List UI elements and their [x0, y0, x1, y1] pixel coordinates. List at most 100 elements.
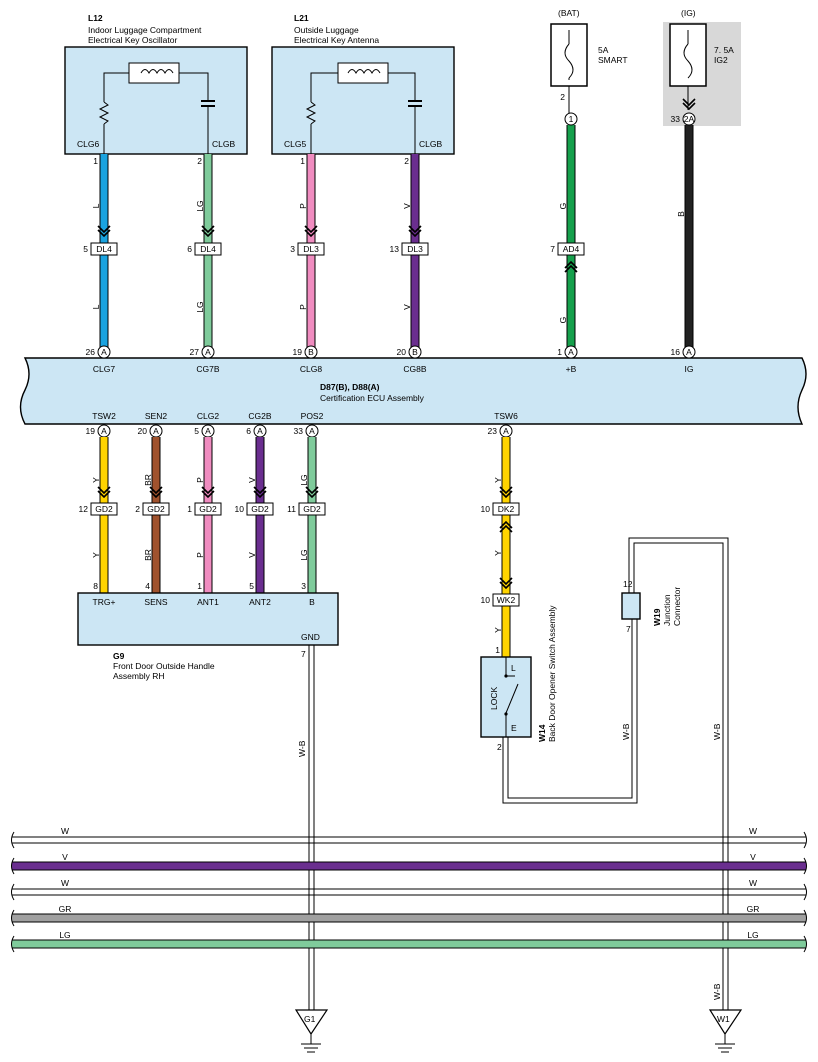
ecu-top-pin-2-conn: A: [205, 347, 211, 357]
g9-name-line1: Front Door Outside Handle: [113, 661, 215, 671]
ground-g1-label: G1: [304, 1014, 316, 1024]
ecu-bottom-pin-1-num: 19: [86, 426, 96, 436]
ecu-top-pin-4-circle: [408, 345, 422, 359]
lower-wire-4-color-label-upper: V: [247, 477, 257, 483]
lower-wire-2-connector-box: [142, 502, 170, 516]
harness-line-3-break-left: [11, 883, 15, 901]
wire-label-wb-g9: W-B: [297, 740, 307, 757]
upper-wire-1-color-label-lower: L: [91, 304, 101, 309]
lower-wire-5-connector-label: GD2: [303, 504, 321, 514]
harness-line-5-break-right: [803, 935, 807, 953]
l21-pin-left: CLG5: [284, 139, 306, 149]
upper-wire-1-connector-label: DL4: [96, 244, 112, 254]
ig-fuse-symbol: [669, 23, 707, 110]
upper-wire-1-connector-pin: 5: [83, 244, 88, 254]
ecu-bottom-pin-6-num: 23: [488, 426, 498, 436]
harness-line-1-label-right: W: [749, 826, 757, 836]
lower-wire-1-connector-label: GD2: [95, 504, 113, 514]
lower-wire-3-chevron: [201, 486, 215, 499]
ecu-description: Certification ECU Assembly: [320, 393, 425, 403]
ecu-bottom-pin-4-conn: A: [257, 426, 263, 436]
g9-pin-5: B: [309, 597, 315, 607]
upper-wire-5-chevron: [564, 260, 578, 273]
ecu-bottom-pin-1-name: TSW2: [92, 411, 116, 421]
harness-line-1-break-left: [11, 831, 15, 849]
ecu-bottom-pin-4-name: CG2B: [248, 411, 271, 421]
w19-name-line1: Junction: [662, 594, 672, 626]
g9-code: G9: [113, 651, 125, 661]
ig-source-label: (IG): [681, 8, 696, 18]
upper-wire-4-color-label-lower: V: [402, 304, 412, 310]
ecu-bottom-pin-1-conn: A: [101, 426, 107, 436]
ecu-bottom-pin-2-num: 20: [138, 426, 148, 436]
upper-wires: 1DL45LL2DL46LGLG1DL33PP2DL313VV12AD47GG2…: [83, 92, 696, 352]
lower-wire-6-color-label-middle: Y: [493, 550, 503, 556]
upper-wire-3-color-label-lower: P: [298, 304, 308, 310]
lower-wire-6-color-label-lower: Y: [493, 627, 503, 633]
lower-wire-2-bottom-pin: 4: [145, 581, 150, 591]
wire-label-wb-w1-upper: W-B: [712, 723, 722, 740]
harness-line-1-label-left: W: [61, 826, 69, 836]
ecu-name: D87(B), D88(A): [320, 382, 380, 392]
lower-wire-4-connector-label: GD2: [251, 504, 269, 514]
ecu-bottom-pin-6-name: TSW6: [494, 411, 518, 421]
ground-w1-symbol: [708, 1009, 743, 1053]
harness-line-5-label-left: LG: [59, 930, 70, 940]
harness-line-2-label-right: V: [750, 852, 756, 862]
lower-wires: GD212YY8GD22BRBR4GD21PP1GD210VV5GD211LGL…: [79, 437, 520, 657]
upper-wire-3-color-label-upper: P: [298, 203, 308, 209]
lower-wire-6-chevron-2: [499, 520, 513, 533]
ground-wires: [308, 537, 729, 1010]
upper-wire-2-chevron: [201, 225, 215, 238]
lower-wire-6-connector-2-label: WK2: [497, 595, 516, 605]
g9-pin-3: ANT1: [197, 597, 219, 607]
lower-wire-6-connector-1-label: DK2: [498, 504, 515, 514]
upper-wire-4-connector-pin: 13: [390, 244, 400, 254]
ecu-top-pin-6-name: IG: [685, 364, 694, 374]
lower-wire-4-chevron: [253, 486, 267, 499]
upper-wire-6-top-conn-circle: [682, 112, 696, 126]
upper-wire-6-color-label: B: [676, 211, 686, 217]
w14-pin-bottom: 2: [497, 742, 502, 752]
upper-wire-1-top-pin: 1: [93, 156, 98, 166]
ecu-top-pin-4-num: 20: [397, 347, 407, 357]
lower-wire-6-color-label-upper: Y: [493, 477, 503, 483]
ecu-bottom-pin-4-num: 6: [246, 426, 251, 436]
ecu-top-pin-3-num: 19: [293, 347, 303, 357]
upper-wire-5-color-label-upper: G: [558, 203, 568, 210]
harness-line-2-break-left: [11, 857, 15, 875]
harness-line-2-label-left: V: [62, 852, 68, 862]
upper-wire-2-connector-box: [194, 242, 222, 256]
upper-wire-5-connector-label: AD4: [563, 244, 580, 254]
w19-pin-top: 12: [623, 579, 633, 589]
ig-fuse-name: IG2: [714, 55, 728, 65]
lower-wire-2-connector-pin: 2: [135, 504, 140, 514]
ecu-bottom-pin-5-conn: A: [309, 426, 315, 436]
ecu-top-pin-4-name: CG8B: [403, 364, 426, 374]
lower-wire-1-connector-box: [90, 502, 118, 516]
harness-line-5-break-left: [11, 935, 15, 953]
w14-code: W14: [537, 724, 547, 742]
g9-name-line2: Assembly RH: [113, 671, 164, 681]
ig-fuse-amp: 7. 5A: [714, 45, 734, 55]
l21-pin-right: CLGB: [419, 139, 442, 149]
g9-pin-4: ANT2: [249, 597, 271, 607]
upper-wire-6-top-conn-num: 33: [671, 114, 681, 124]
upper-wire-4-top-pin: 2: [404, 156, 409, 166]
ecu-top-pin-1-circle: [97, 345, 111, 359]
ecu-top-pin-6-num: 16: [671, 347, 681, 357]
lower-wire-3-bottom-pin: 1: [197, 581, 202, 591]
ecu-bottom-pin-3-num: 5: [194, 426, 199, 436]
upper-wire-1-connector-box: [90, 242, 118, 256]
ecu-bottom-pin-5-name: POS2: [301, 411, 324, 421]
harness-line-5-label-right: LG: [747, 930, 758, 940]
harness-line-4-break-right: [803, 909, 807, 927]
upper-wire-2-color-label-upper: LG: [195, 200, 205, 211]
w19-junction: [621, 592, 641, 620]
lower-wire-6-chevron-3: [499, 577, 513, 590]
upper-wire-1-color-label-upper: L: [91, 203, 101, 208]
harness-line-2-break-right: [803, 857, 807, 875]
ecu-top-pin-5-num: 1: [557, 347, 562, 357]
